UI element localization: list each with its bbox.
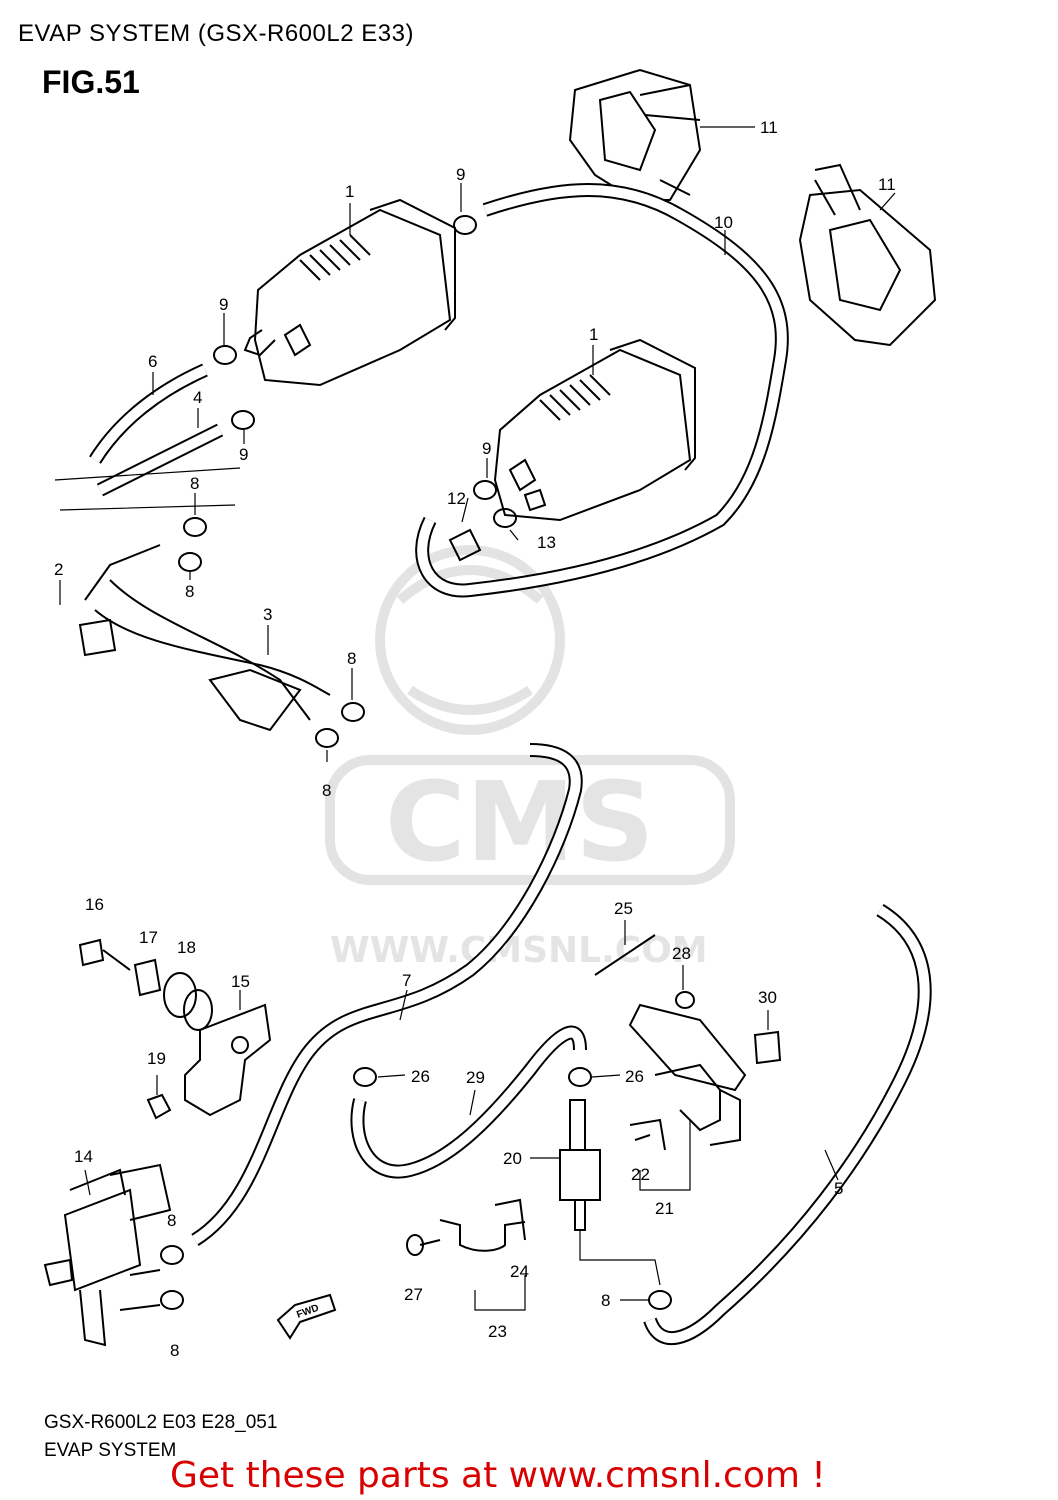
clamp-9-d[interactable]: [473, 480, 497, 500]
cap-12[interactable]: [448, 528, 482, 562]
clamp-8-b[interactable]: [178, 552, 202, 572]
cushion-30[interactable]: [753, 1030, 782, 1065]
callout-15: 15: [231, 972, 250, 991]
callout-4: 4: [193, 388, 202, 407]
callout-9-d: 9: [482, 439, 491, 458]
rivet-25[interactable]: [594, 934, 656, 976]
callout-29: 29: [466, 1068, 485, 1087]
callout-25: 25: [614, 899, 633, 918]
callout-6: 6: [148, 352, 157, 371]
callout-3: 3: [263, 605, 272, 624]
callout-26-b: 26: [625, 1067, 644, 1086]
hose-5[interactable]: [643, 904, 932, 1345]
clamp-8-d[interactable]: [315, 728, 339, 748]
clamp-9-b[interactable]: [213, 345, 237, 365]
watermark-brand: CMS: [385, 758, 654, 886]
callout-9-b: 9: [219, 295, 228, 314]
hose-29[interactable]: [350, 1025, 587, 1179]
callout-1-lower: 1: [589, 325, 598, 344]
callout-labels: 1 1 2 3 4 5 6 7 8 8 8 8 8 8 8 9 9 9 9 10…: [54, 118, 896, 1360]
clamp-8-f[interactable]: [160, 1290, 184, 1310]
callout-8-a: 8: [190, 474, 199, 493]
callout-19: 19: [147, 1049, 166, 1068]
callout-27: 27: [404, 1285, 423, 1304]
pipe-assembly-3[interactable]: [78, 544, 331, 732]
bracket-plate[interactable]: [628, 1003, 747, 1092]
callout-23: 23: [488, 1322, 507, 1341]
clamp-22[interactable]: [629, 1118, 666, 1151]
hose-6[interactable]: [89, 363, 208, 464]
clamp-8-g[interactable]: [648, 1290, 672, 1310]
callout-20: 20: [503, 1149, 522, 1168]
clamp-26-b[interactable]: [568, 1067, 592, 1087]
bracket-11-lower[interactable]: [798, 163, 937, 347]
hose-7[interactable]: [191, 743, 583, 1246]
callout-12: 12: [447, 489, 466, 508]
clamp-9-c[interactable]: [231, 410, 255, 430]
watermark-url: WWW.CMSNL.COM: [330, 930, 708, 971]
clamp-8-e[interactable]: [160, 1245, 184, 1265]
callout-13: 13: [537, 533, 556, 552]
callout-26-a: 26: [411, 1067, 430, 1086]
page-title: EVAP SYSTEM (GSX-R600L2 E33): [18, 20, 414, 47]
callout-9-c: 9: [239, 445, 248, 464]
clamp-26-a[interactable]: [353, 1067, 377, 1087]
callout-14: 14: [74, 1147, 93, 1166]
fwd-arrow-icon: FWD: [276, 1293, 337, 1340]
callout-8-d: 8: [322, 781, 331, 800]
callout-5: 5: [834, 1179, 843, 1198]
clamp-13[interactable]: [493, 508, 517, 528]
cms-watermark: CMS WWW.CMSNL.COM: [325, 545, 735, 971]
nut-19[interactable]: [146, 1093, 172, 1120]
callout-8-c: 8: [347, 649, 356, 668]
clamp-23-24[interactable]: [439, 1198, 526, 1252]
callout-8-f: 8: [170, 1341, 179, 1360]
callout-1-upper: 1: [345, 182, 354, 201]
buy-parts-link[interactable]: Get these parts at www.cmsnl.com !: [170, 1455, 826, 1496]
screw-27[interactable]: [406, 1234, 441, 1256]
callout-8-g: 8: [601, 1291, 610, 1310]
figure-label: FIG.51: [42, 64, 140, 100]
hose-4[interactable]: [96, 423, 224, 497]
bolt-16[interactable]: [78, 938, 131, 971]
canister-1-lower[interactable]: [493, 338, 696, 522]
diagram-code: GSX-R600L2 E03 E28_051: [44, 1412, 278, 1433]
callout-8-e: 8: [167, 1211, 176, 1230]
callout-9-a: 9: [456, 165, 465, 184]
callout-11-upper: 11: [760, 118, 778, 137]
clamp-8-a[interactable]: [183, 517, 207, 537]
callout-30: 30: [758, 988, 777, 1007]
clamp-9-a[interactable]: [453, 215, 477, 235]
callout-28: 28: [672, 944, 691, 963]
callout-21: 21: [655, 1199, 674, 1218]
callout-7: 7: [402, 971, 411, 990]
callout-10: 10: [714, 213, 733, 232]
collar-17[interactable]: [133, 958, 162, 997]
solenoid-valve-14[interactable]: [43, 1163, 172, 1347]
bracket-15[interactable]: [184, 1003, 272, 1117]
callout-22: 22: [631, 1165, 650, 1184]
callout-16: 16: [85, 895, 104, 914]
fuel-filter-20[interactable]: [559, 1099, 601, 1231]
callout-2: 2: [54, 560, 63, 579]
diagram-name: EVAP SYSTEM: [44, 1440, 177, 1461]
clamp-8-c[interactable]: [341, 702, 365, 722]
callout-24: 24: [510, 1262, 529, 1281]
bracket-21[interactable]: [654, 1063, 741, 1146]
callout-18: 18: [177, 938, 196, 957]
leader-lines: [54, 126, 896, 1311]
callout-17: 17: [139, 928, 158, 947]
washer-28[interactable]: [675, 991, 695, 1009]
callout-8-b: 8: [185, 582, 194, 601]
callout-11-lower: 11: [878, 175, 896, 194]
grommet-18[interactable]: [163, 972, 213, 1031]
bracket-11-upper[interactable]: [568, 68, 702, 201]
